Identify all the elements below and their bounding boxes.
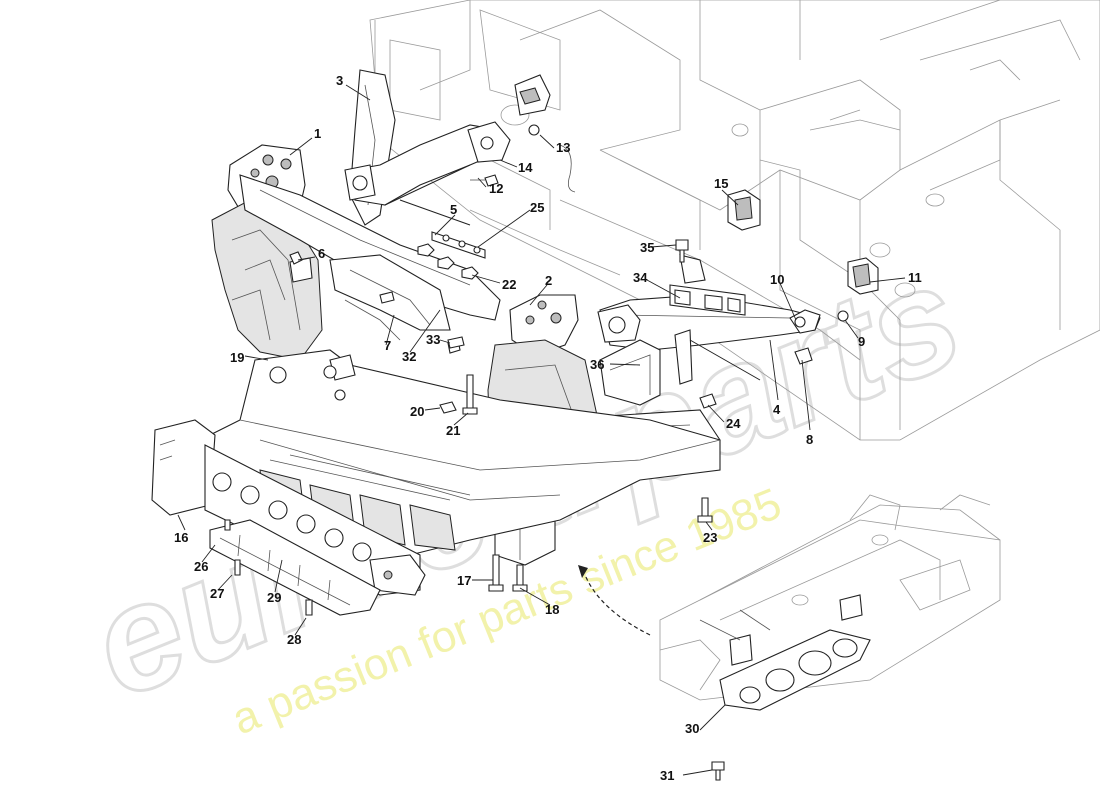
- callout-15: 15: [714, 176, 728, 191]
- callout-28: 28: [287, 632, 301, 647]
- callout-7: 7: [384, 338, 391, 353]
- callout-13: 13: [556, 140, 570, 155]
- callout-6: 6: [318, 246, 325, 261]
- callout-22: 22: [502, 277, 516, 292]
- left-wishbone-assembly: [211, 69, 511, 361]
- fastener-cluster: [289, 174, 499, 354]
- callout-8: 8: [806, 432, 813, 447]
- callout-34: 34: [633, 270, 648, 285]
- callout-25: 25: [530, 200, 544, 215]
- callout-labels: 1 2 3 4 5 6 7 8 9 10 11 12 13 14 15 16 1…: [174, 73, 922, 783]
- inset-view: [578, 494, 1001, 711]
- callout-27: 27: [210, 586, 224, 601]
- callout-11: 11: [908, 270, 922, 285]
- callout-23: 23: [703, 530, 717, 545]
- callout-1: 1: [314, 126, 321, 141]
- bolts: [439, 239, 725, 781]
- callout-36: 36: [590, 357, 604, 372]
- rear-chassis-frame: [369, 0, 1100, 441]
- callout-30: 30: [685, 721, 699, 736]
- callout-24: 24: [726, 416, 741, 431]
- callout-2: 2: [545, 273, 552, 288]
- callout-12: 12: [489, 181, 503, 196]
- callout-3: 3: [336, 73, 343, 88]
- callout-29: 29: [267, 590, 281, 605]
- callout-19: 19: [230, 350, 244, 365]
- callout-32: 32: [402, 349, 416, 364]
- callout-14: 14: [518, 160, 533, 175]
- callout-16: 16: [174, 530, 188, 545]
- front-subframe: [151, 349, 721, 616]
- callout-10: 10: [770, 272, 784, 287]
- callout-5: 5: [450, 202, 457, 217]
- upper-mounts: [514, 74, 879, 295]
- callout-26: 26: [194, 559, 208, 574]
- callout-9: 9: [858, 334, 865, 349]
- callout-20: 20: [410, 404, 424, 419]
- callout-31: 31: [660, 768, 674, 783]
- leader-lines: [177, 84, 906, 776]
- right-wishbone-assembly: [597, 254, 849, 406]
- callout-17: 17: [457, 573, 471, 588]
- callout-35: 35: [640, 240, 654, 255]
- callout-4: 4: [773, 402, 781, 417]
- callout-33: 33: [426, 332, 440, 347]
- callout-18: 18: [545, 602, 559, 617]
- callout-21: 21: [446, 423, 460, 438]
